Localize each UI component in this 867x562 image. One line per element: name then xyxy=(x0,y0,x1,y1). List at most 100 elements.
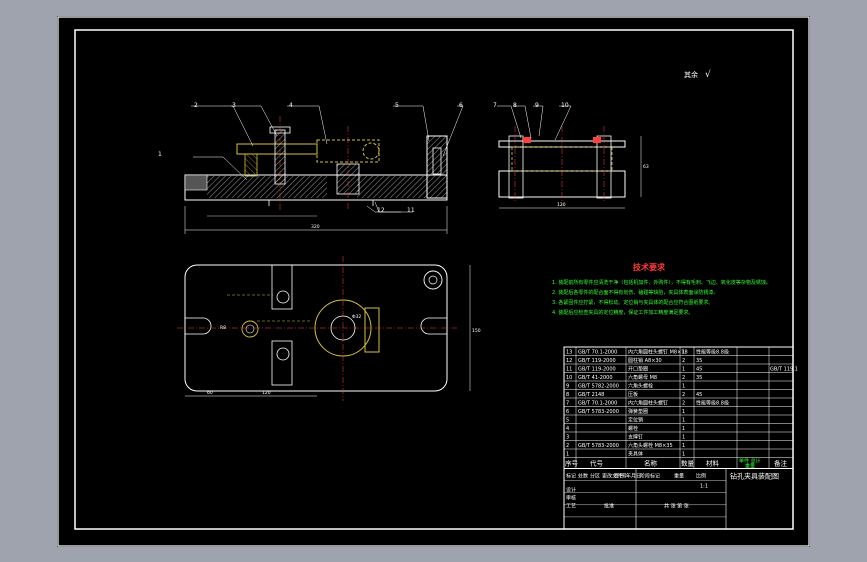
bom-qty: 2 xyxy=(682,392,685,398)
tb-revision-col: 签名 xyxy=(614,473,624,480)
outer-frame xyxy=(57,16,810,547)
plan-view: 60 120 150 R8 Φ32 xyxy=(177,256,481,401)
bom-no: 7 xyxy=(566,400,569,406)
bom-code: GB/T 5783-2000 xyxy=(578,409,619,415)
bom-name: 夹具体 xyxy=(628,450,643,457)
bom-material: 性能等级8.8级 xyxy=(696,348,729,355)
bom-qty: 1 xyxy=(682,434,685,440)
bom-code: GB/T 41-2000 xyxy=(578,375,613,381)
bom-header-note: 备注 xyxy=(774,459,788,468)
bom-code: GB/T 119-2000 xyxy=(578,366,616,372)
body-section-right xyxy=(357,176,427,198)
bom-qty: 2 xyxy=(682,375,685,381)
drawing-title: 钻孔夹具装配图 xyxy=(730,472,779,481)
dim-overall-length: 320 xyxy=(311,224,320,230)
callout-7: 7 xyxy=(493,102,497,109)
roughness-symbol: √ xyxy=(705,69,711,80)
tech-line-1: 1. 装配前所有零件应清洗干净（包括机加件、外购件），不得有毛刺、飞边、氧化皮等… xyxy=(552,279,771,286)
dim-plan-height: 150 xyxy=(472,328,481,334)
bom-note: GB/T 119.1 xyxy=(770,366,798,372)
bom-name: 内六角圆柱头螺钉 M8×18 xyxy=(628,348,688,355)
tb-revision-col: 标记 xyxy=(566,473,576,480)
bom-no: 11 xyxy=(566,366,572,372)
callout-8: 8 xyxy=(513,102,517,109)
inner-frame xyxy=(74,29,794,530)
bom-no: 6 xyxy=(566,409,569,415)
tb-process: 工艺 xyxy=(566,504,576,510)
tb-scale-label: 比例 xyxy=(696,473,706,480)
tb-weight: 重量 xyxy=(674,473,684,480)
tech-line-3: 3. 各紧固件应拧紧，不得松动。定位销与夹具体的配合应符合图纸要求。 xyxy=(552,299,713,306)
callout-4: 4 xyxy=(289,102,293,109)
callout-10: 10 xyxy=(561,102,569,109)
front-view: 320 1 2 3 4 5 6 12 11 xyxy=(158,102,464,234)
title-block: 标记处数分区更改文件号签名年月日设计审核工艺批准阶段标记重量比例1:1共 张 第… xyxy=(563,468,794,530)
bom-qty: 1 xyxy=(682,451,685,457)
bom-qty: 1 xyxy=(682,426,685,432)
bom-header-weight: 单件 总计 xyxy=(739,458,761,465)
bom-no: 13 xyxy=(566,349,572,355)
bom-header-no: 序号 xyxy=(565,459,579,468)
callout-12: 12 xyxy=(377,207,385,214)
bom-row: 10 GB/T 41-2000 六角螺母 M8 2 35 xyxy=(566,374,702,381)
drawing-sheet: 其余 √ xyxy=(57,16,810,547)
body-section-left xyxy=(207,176,267,198)
tb-design: 设计 xyxy=(566,487,576,494)
dim-plan-left: 60 xyxy=(207,390,213,396)
tb-sheet: 共 张 第 张 xyxy=(664,503,689,510)
technical-requirements: 技术要求 1. 装配前所有零件应清洗干净（包括机加件、外购件），不得有毛刺、飞边… xyxy=(552,262,771,316)
bom-material: 35 xyxy=(696,375,702,381)
tb-revision-col: 年月日 xyxy=(626,473,641,480)
bom-name: 六角螺母 M8 xyxy=(628,374,657,381)
bom-code: GB/T 5783-2000 xyxy=(578,443,619,449)
callout-5: 5 xyxy=(395,102,399,109)
bom-qty: 2 xyxy=(682,358,685,364)
callout-3: 3 xyxy=(232,102,236,109)
bom-material: 45 xyxy=(696,366,702,372)
dim-side-height: 63 xyxy=(643,164,649,170)
tb-scale: 1:1 xyxy=(700,484,708,490)
tb-approve: 批准 xyxy=(604,503,614,510)
tech-title: 技术要求 xyxy=(633,262,666,272)
callout-1: 1 xyxy=(158,151,162,158)
bom-name: 支撑钉 xyxy=(628,433,643,440)
callout-2: 2 xyxy=(194,102,198,109)
bom-header-qty: 数量 xyxy=(681,459,695,468)
bom-qty: 2 xyxy=(682,400,685,406)
side-view: 120 63 7 8 9 10 xyxy=(493,102,649,209)
bom-header-code: 代号 xyxy=(590,459,604,468)
bom-header-weight-label: 重量 xyxy=(745,463,755,470)
bom-no: 10 xyxy=(566,375,572,381)
bom-qty: 1 xyxy=(682,383,685,389)
bom-name: 圆柱销 A8×30 xyxy=(628,357,662,364)
tb-revision-col: 更改文件号 xyxy=(602,473,627,480)
callout-11: 11 xyxy=(407,207,415,214)
bom-no: 1 xyxy=(566,451,569,457)
bom-name: 螺栓 xyxy=(628,425,638,432)
dim-plan-mid: 120 xyxy=(262,390,271,396)
bom-name: 压板 xyxy=(628,391,638,398)
left-step xyxy=(184,174,208,191)
tb-stage: 阶段标记 xyxy=(640,473,660,480)
bom-name: 弹簧垫圈 xyxy=(628,408,648,415)
bom-material: 35 xyxy=(696,358,702,364)
tech-line-2: 2. 装配后各零件的配合面不得有划伤、磕碰等缺陷，夹具体表面涂防锈漆。 xyxy=(552,289,718,296)
tb-revision-col: 分区 xyxy=(590,473,600,480)
bom-qty: 1 xyxy=(682,349,685,355)
bom-code: GB/T 2148 xyxy=(578,392,604,398)
bom-qty: 1 xyxy=(682,366,685,372)
callout-6: 6 xyxy=(459,102,463,109)
bom-name: 六角头螺栓 M8×35 xyxy=(628,442,673,449)
bom-material: 45 xyxy=(696,392,702,398)
callout-9: 9 xyxy=(535,102,539,109)
roughness-label: 其余 xyxy=(684,70,698,79)
bom-header-name: 名称 xyxy=(644,459,658,468)
